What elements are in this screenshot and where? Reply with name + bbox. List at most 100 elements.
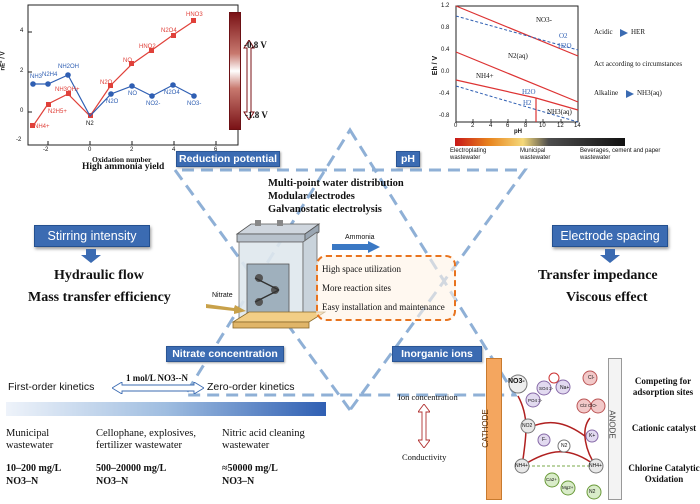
right-viscous-effect: Viscous effect xyxy=(566,290,648,305)
label-nh4: NH4+ xyxy=(34,124,50,130)
ion-f: F- xyxy=(542,437,547,443)
note-cationic: Cationic catalyst xyxy=(631,423,697,433)
ph-y-tick-3: 0.0 xyxy=(441,69,450,75)
y-tick-4: 4 xyxy=(20,28,24,34)
label-nh3: NH3 xyxy=(30,74,43,80)
ion-k: K+ xyxy=(589,433,596,439)
reactor-illustration xyxy=(231,220,327,329)
label-no-blue: NO xyxy=(128,91,137,97)
ph-xlabel: pH xyxy=(514,129,522,135)
x-tick-0: 0 xyxy=(88,147,92,153)
label-n2o4-red: N2O4 xyxy=(161,28,177,34)
label-nh3oh: NH3OH+ xyxy=(55,87,80,93)
left-hydraulic-flow: Hydraulic flow xyxy=(54,268,144,283)
ion-nh4-right: NH4+ xyxy=(589,463,602,469)
y-tick-0: 0 xyxy=(20,108,24,114)
region-h2o-bottom: H2O xyxy=(522,88,536,96)
tag-electrode-spacing: Electrode spacing xyxy=(552,225,668,247)
ion-po4: PO4 3- xyxy=(528,398,543,403)
right-transfer-impedance: Transfer impedance xyxy=(538,268,658,283)
region-h2o-top: H2O xyxy=(558,42,572,50)
x-tick-neg2: -2 xyxy=(43,147,49,153)
region-o2: O2 xyxy=(559,32,568,40)
label-hno3: HNO3 xyxy=(186,12,203,18)
ph-x-tick-2: 4 xyxy=(489,123,493,129)
nitrate-arrow xyxy=(206,304,246,314)
feature-modular-electrodes: Modular electrodes xyxy=(268,191,355,202)
ion-cl2-clo: Cl2 ClO- xyxy=(580,403,598,408)
ion-n2-mid: N2 xyxy=(561,443,568,449)
source-municipal-range: 10–200 mg/L xyxy=(6,463,62,474)
label-no3: NO3- xyxy=(187,101,202,107)
ion-no3: NO3- xyxy=(508,378,525,385)
x-tick-2: 2 xyxy=(130,147,134,153)
advantages-box xyxy=(316,255,456,321)
x-tick-6: 6 xyxy=(214,147,218,153)
tag-stirring-intensity: Stirring intensity xyxy=(34,225,150,247)
note-nh3aq: NH3(aq) xyxy=(637,89,662,97)
label-n2: N2 xyxy=(86,121,94,127)
label-n2h4: N2H4 xyxy=(42,72,58,78)
label-n2h5: N2H5+ xyxy=(48,109,67,115)
ph-x-tick-5: 10 xyxy=(539,123,546,129)
cathode-electrode xyxy=(486,358,502,500)
ph-x-tick-1: 2 xyxy=(471,123,475,129)
source-municipal-name: Municipal wastewater xyxy=(6,428,54,451)
label-nh2oh: NH2OH xyxy=(58,64,80,70)
ammonia-label: Ammonia xyxy=(345,234,375,241)
note-acidic-arrow xyxy=(620,29,628,37)
ion-reaction-diagram xyxy=(508,370,606,500)
ion-so4: SO4 2- xyxy=(539,386,554,391)
bar-bottom-label: -1.8 V xyxy=(245,110,268,120)
x-tick-4: 4 xyxy=(172,147,176,153)
ph-x-tick-0: 0 xyxy=(454,123,458,129)
ammonia-arrow xyxy=(332,241,380,253)
label-n2o4-blue: N2O4 xyxy=(164,90,180,96)
ph-plot: Eh / V 1.2 0.8 0.4 0.0 -0.4 -0.8 0 2 4 6… xyxy=(428,0,700,170)
advantage-sites: More reaction sites xyxy=(322,283,391,293)
ph-plot-svg xyxy=(455,5,579,123)
tag-reduction-potential: Reduction potential xyxy=(176,151,280,167)
y-tick-neg2: -2 xyxy=(16,137,22,143)
spacing-down-arrow xyxy=(600,249,620,263)
source-nitric-name: Nitric acid cleaning wastewater xyxy=(222,428,305,451)
concentration-gradient-bar xyxy=(6,402,326,416)
bar-label-electroplating: Electroplating wastewater xyxy=(450,148,487,161)
ph-x-tick-4: 8 xyxy=(524,123,528,129)
note-competing: Competing for adsorption sites xyxy=(632,376,694,397)
ion-n2-bottom: N2 xyxy=(589,489,596,495)
ion-conductivity-arrow xyxy=(418,404,430,448)
ion-concentration-label: Ion concentration xyxy=(398,392,458,402)
potential-window-arrow xyxy=(243,40,255,120)
bar-top-label: -0.8 V xyxy=(244,40,267,50)
feature-galvanostatic: Galvanostatic electrolysis xyxy=(268,204,382,215)
y-tick-2: 2 xyxy=(20,68,24,74)
ph-y-tick-4: -0.4 xyxy=(439,91,450,97)
note-acidic: Acidic xyxy=(594,28,613,36)
source-cellophane-unit: NO3–N xyxy=(96,476,129,487)
potential-window-bar xyxy=(229,12,241,130)
region-nh4: NH4+ xyxy=(476,72,494,80)
region-n2aq: N2(aq) xyxy=(508,52,528,60)
ion-cl: Cl- xyxy=(588,375,595,381)
ph-ylabel: Eh / V xyxy=(432,55,440,76)
zero-order-kinetics: Zero-order kinetics xyxy=(207,381,295,393)
tag-inorganic-ions: Inorganic ions xyxy=(392,346,482,362)
tag-ph: pH xyxy=(396,151,420,167)
label-hno2: HNO2 xyxy=(139,44,156,50)
advantage-space: High space utilization xyxy=(322,264,401,274)
source-nitric-range: ≈50000 mg/L xyxy=(222,463,278,474)
conductivity-label: Conductivity xyxy=(402,452,447,462)
nitrate-label: Nitrate xyxy=(212,292,233,299)
bar-label-municipal: Municipal wastewater xyxy=(520,148,551,161)
ph-x-tick-7: 14 xyxy=(574,123,581,129)
source-cellophane-name: Cellophane, explosives, fertilizer waste… xyxy=(96,428,197,451)
source-cellophane-range: 500–20000 mg/L xyxy=(96,463,167,474)
ph-color-bar xyxy=(455,138,625,146)
ion-na: Na+ xyxy=(560,385,570,391)
label-n2o-blue: N2O xyxy=(106,99,119,105)
anode-electrode xyxy=(608,358,622,500)
region-nh3aq: NH3(aq) xyxy=(547,108,572,116)
advantage-installation: Easy installation and maintenance xyxy=(322,302,445,312)
region-no3: NO3- xyxy=(536,16,552,24)
